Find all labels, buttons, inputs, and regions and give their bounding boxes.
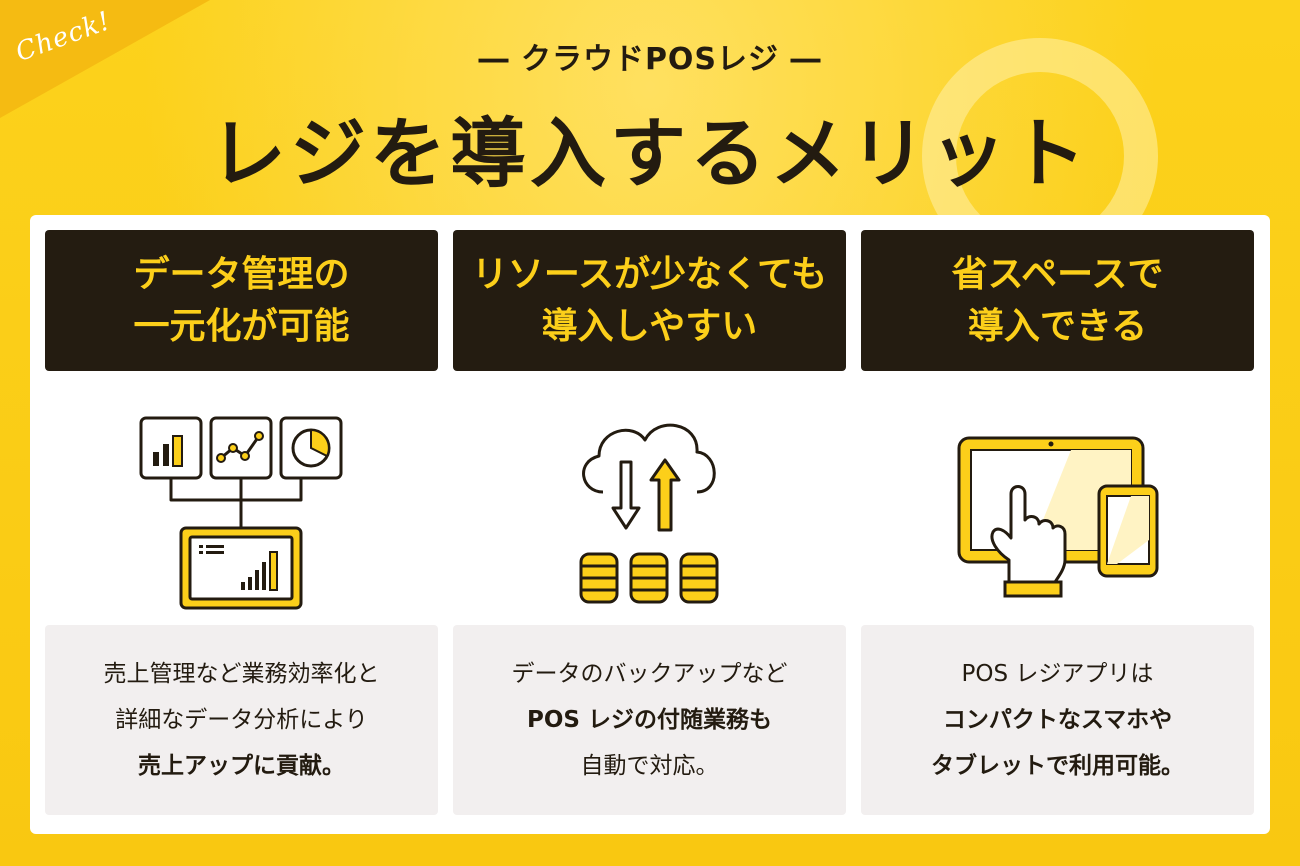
subtitle: ― クラウドPOSレジ ― [478, 42, 822, 77]
description-line-bold: 売上アップに貢献。 [138, 753, 345, 779]
benefits-panel: データ管理の 一元化が可能 [30, 215, 1270, 834]
card-heading: 省スペースで 導入できる [951, 254, 1164, 347]
description-line-bold: タブレットで利用可能。 [931, 753, 1184, 779]
card-heading-box: リソースが少なくても 導入しやすい [453, 230, 846, 371]
cloud-backup-icon [453, 400, 846, 615]
card-heading-box: 省スペースで 導入できる [861, 230, 1254, 371]
benefit-card-low-resource: リソースが少なくても 導入しやすい [453, 230, 846, 819]
benefit-card-data-management: データ管理の 一元化が可能 [45, 230, 438, 819]
page-title: レジを導入するメリット [210, 109, 1090, 198]
tablet-touch-icon [861, 400, 1254, 615]
description-line-bold: POS レジの付随業務も [527, 707, 772, 733]
card-heading: データ管理の 一元化が可能 [133, 254, 350, 347]
description-line: 売上管理など業務効率化と [103, 661, 380, 687]
description-line: データのバックアップなど [511, 661, 788, 687]
benefit-card-space-saving: 省スペースで 導入できる POS レジアプリは コンパクトなスマホや タブレット [861, 230, 1254, 819]
card-description: POS レジアプリは コンパクトなスマホや タブレットで利用可能。 [861, 625, 1254, 815]
description-line: POS レジアプリは [961, 661, 1154, 687]
dashboard-data-icon [45, 400, 438, 615]
description-line: 自動で対応。 [580, 753, 719, 779]
description-line: 詳細なデータ分析により [115, 707, 368, 733]
card-heading: リソースが少なくても 導入しやすい [471, 254, 828, 347]
card-description: 売上管理など業務効率化と 詳細なデータ分析により 売上アップに貢献。 [45, 625, 438, 815]
description-line-bold: コンパクトなスマホや [942, 707, 1173, 733]
corner-ribbon [0, 0, 210, 118]
card-description: データのバックアップなど POS レジの付随業務も 自動で対応。 [453, 625, 846, 815]
card-heading-box: データ管理の 一元化が可能 [45, 230, 438, 371]
